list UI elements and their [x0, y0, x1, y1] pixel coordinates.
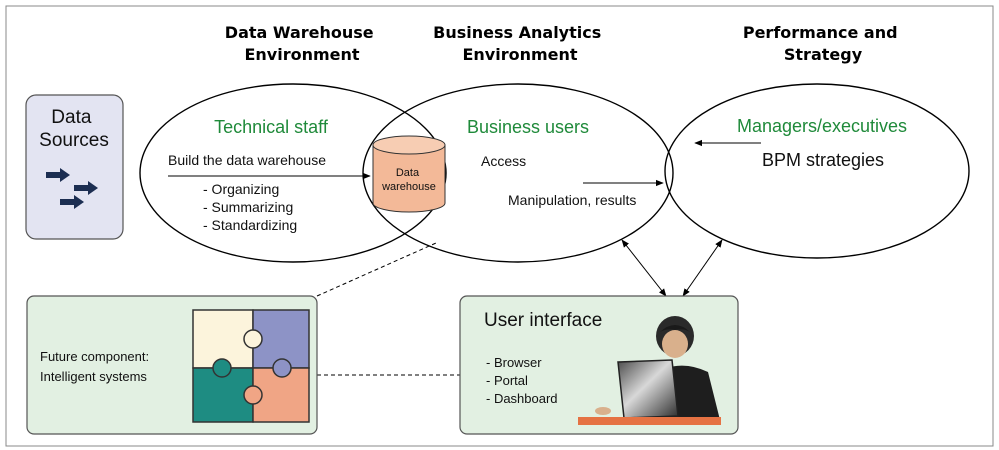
ui-item-portal: - Portal — [486, 373, 528, 388]
ui-item-dashboard: - Dashboard — [486, 391, 558, 406]
future-component-label: Future component: Intelligent systems — [40, 349, 153, 384]
technical-item-standardizing: - Standardizing — [203, 217, 297, 233]
technical-staff-title: Technical staff — [214, 117, 329, 137]
bpm-strategies-label: BPM strategies — [762, 150, 884, 170]
manipulation-label: Manipulation, results — [508, 192, 636, 208]
arrows-icon — [46, 168, 98, 209]
ui-item-browser: - Browser — [486, 355, 542, 370]
user-interface-panel: User interface - Browser - Portal - Dash… — [459, 295, 739, 435]
data-warehouse-label: Data warehouse — [381, 167, 436, 193]
heading-data-warehouse: Data Warehouse Environment — [225, 23, 379, 64]
managers-title: Managers/executives — [737, 116, 907, 136]
puzzle-icon — [192, 309, 310, 423]
future-component-panel: Future component: Intelligent systems — [26, 295, 318, 435]
technical-environment-ellipse — [139, 83, 447, 263]
business-users-title: Business users — [467, 117, 589, 137]
user-interface-title: User interface — [484, 310, 602, 331]
business-ui-arrow — [621, 239, 667, 297]
performance-ui-arrow — [682, 239, 723, 297]
access-label: Access — [481, 153, 526, 169]
future-dashed-link — [316, 242, 437, 297]
heading-performance-strategy: Performance and Strategy — [743, 23, 903, 64]
data-warehouse-cylinder: Data warehouse — [372, 135, 446, 213]
outer-frame — [5, 5, 994, 447]
build-warehouse-label: Build the data warehouse — [168, 152, 326, 168]
heading-business-analytics: Business Analytics Environment — [433, 23, 607, 64]
data-sources-label: Data Sources — [39, 107, 109, 151]
data-sources-box: Data Sources — [25, 94, 124, 240]
person-at-laptop-icon — [578, 316, 721, 425]
technical-item-summarizing: - Summarizing — [203, 199, 293, 215]
performance-environment-ellipse — [664, 83, 970, 259]
technical-item-organizing: - Organizing — [203, 181, 279, 197]
